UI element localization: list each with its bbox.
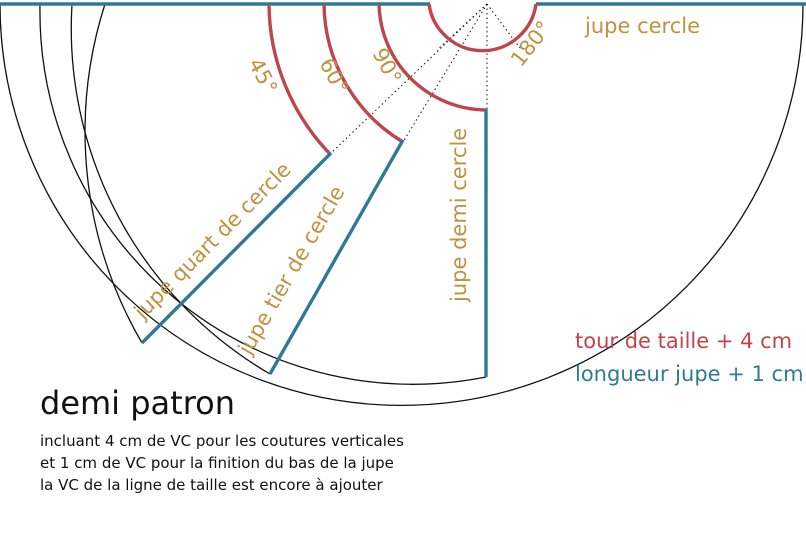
waist-arc-half-circle [377, 3, 487, 112]
label-angle-90: 90° [368, 44, 407, 88]
legend-length: longueur jupe + 1 cm [575, 362, 804, 386]
label-full-circle: jupe cercle [584, 14, 700, 38]
hem-arc-third-circle [70, 3, 271, 375]
hem-arc-full-circle [0, 3, 804, 407]
label-half-circle: jupe demi cercle [447, 128, 471, 303]
note-line-3: la VC de la ligne de taille est encore à… [40, 476, 384, 494]
length-line-quarter-circle [140, 151, 333, 345]
note-line-1: incluant 4 cm de VC pour les coutures ve… [40, 432, 404, 450]
page-title: demi patron [40, 384, 235, 422]
legend-waist: tour de taille + 4 cm [575, 329, 792, 353]
length-line-third-circle [268, 139, 405, 375]
label-angle-60: 60° [315, 54, 354, 98]
note-line-2: et 1 cm de VC pour la finition du bas de… [40, 454, 394, 472]
center-line-full [436, 3, 488, 51]
waist-arc-third-circle [322, 3, 404, 144]
hem-arc-quarter-circle [84, 3, 143, 344]
waist-arc-quarter-circle [267, 3, 332, 156]
hem-arc-half-circle [39, 3, 487, 385]
center-line-quarter [329, 3, 488, 155]
label-angle-180: 180° [506, 16, 556, 71]
waist-arc-full-circle [427, 3, 538, 53]
center-line-third [402, 3, 488, 143]
